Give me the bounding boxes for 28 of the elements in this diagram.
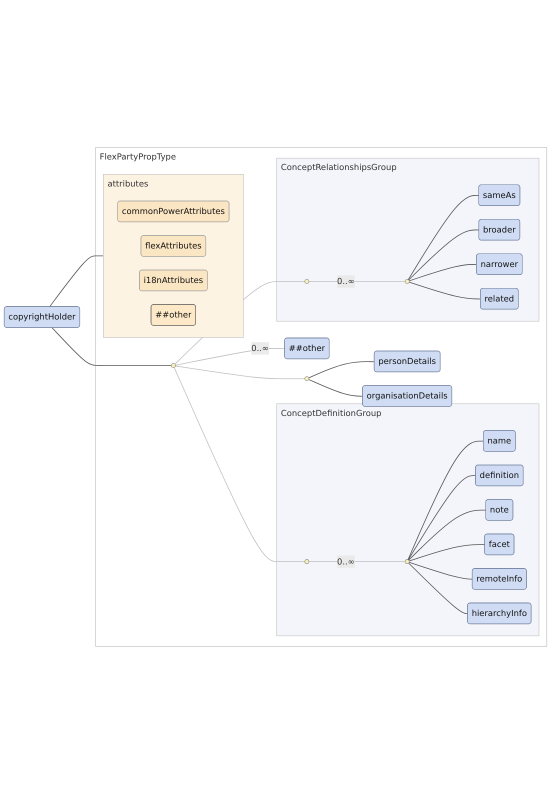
node-circle — [171, 363, 176, 368]
connector — [408, 562, 473, 580]
node-circle — [304, 559, 310, 564]
connector — [175, 348, 286, 366]
node-circle — [304, 376, 310, 382]
edge-label: 0..∞ — [337, 556, 355, 566]
connector — [308, 361, 375, 378]
connector — [308, 281, 406, 282]
node-circle — [304, 279, 310, 284]
node-circle — [404, 559, 410, 564]
node-circle — [404, 279, 410, 284]
connector — [408, 264, 478, 282]
connector — [408, 282, 481, 300]
connector — [408, 440, 484, 560]
edge-label: 0..∞ — [337, 276, 355, 286]
connector — [174, 367, 306, 562]
connector — [175, 366, 306, 380]
connector — [308, 379, 364, 397]
connector — [49, 255, 104, 307]
edge-label: 0..∞ — [251, 343, 269, 354]
connector — [408, 510, 486, 561]
connector — [408, 230, 480, 280]
connector — [408, 562, 468, 614]
connector — [308, 561, 406, 562]
connector — [408, 195, 480, 280]
connector — [408, 544, 486, 562]
connector — [408, 475, 476, 560]
connector — [52, 327, 172, 366]
